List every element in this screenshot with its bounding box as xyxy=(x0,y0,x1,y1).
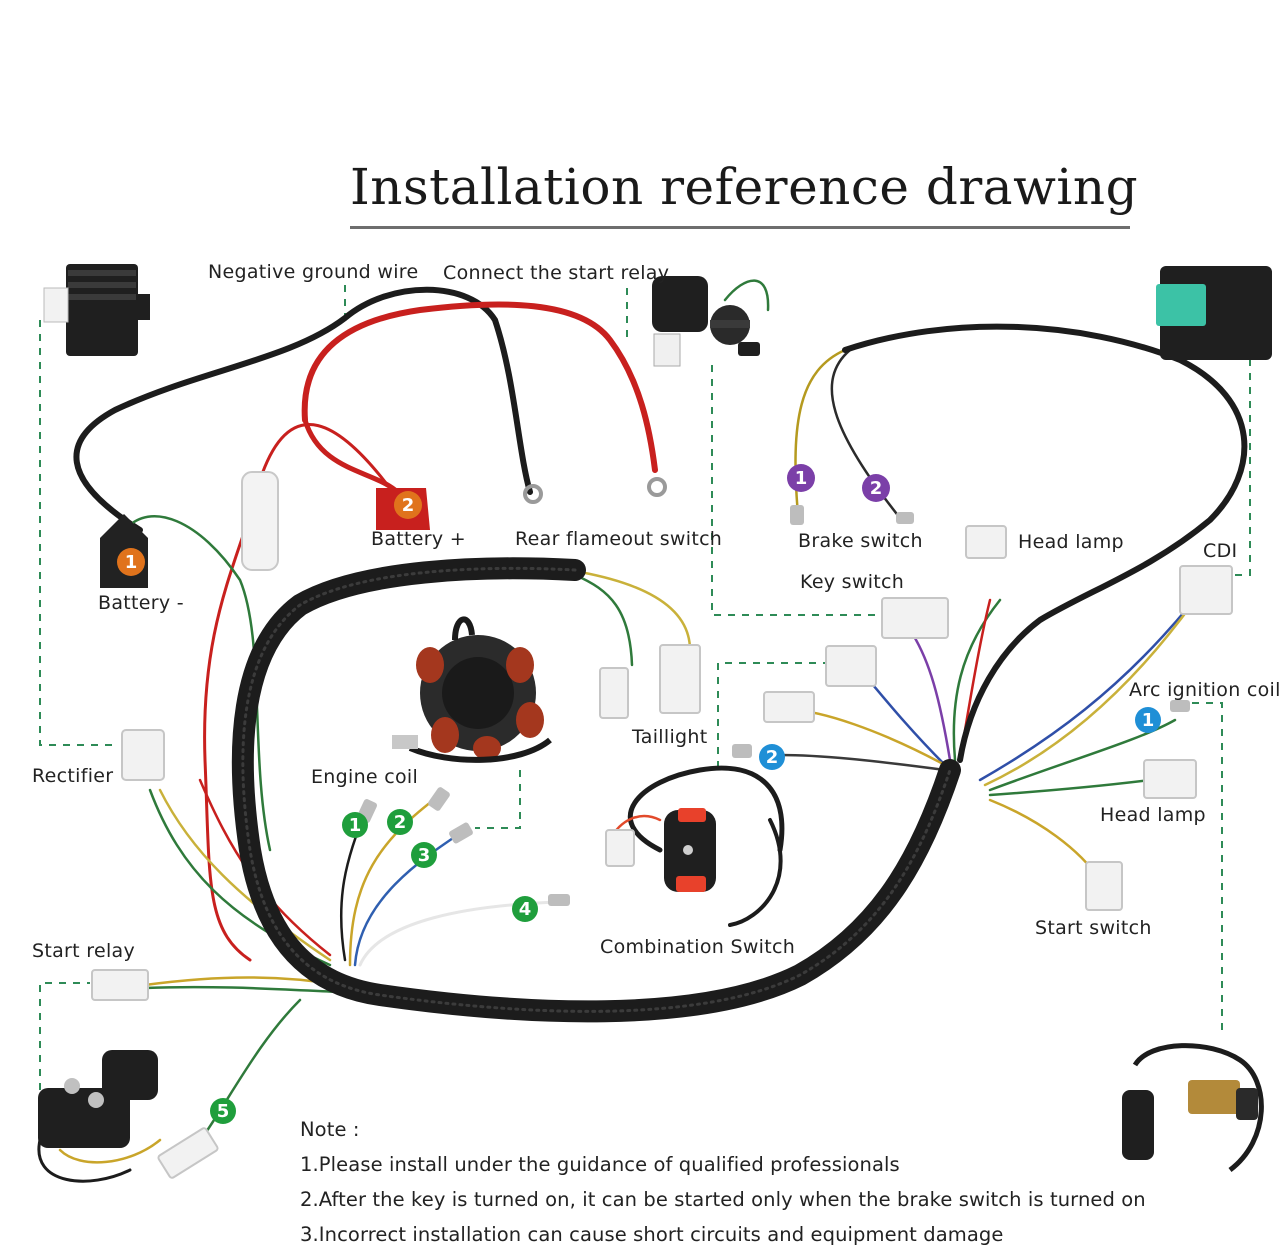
key-switch-unit xyxy=(652,276,760,367)
right-branch-green xyxy=(988,718,1177,792)
ring-terminals xyxy=(523,477,667,504)
pin-terminals xyxy=(356,505,1190,906)
start-relay-wire-2 xyxy=(143,985,342,994)
guide-arc-coil xyxy=(1192,702,1223,1035)
note-item: 2.After the key is turned on, it can be … xyxy=(300,1188,1146,1211)
marker-arc-1: 1 xyxy=(1142,710,1155,731)
right-branch-yellow xyxy=(983,598,1197,787)
marker-battery-plus: 2 xyxy=(402,495,415,516)
combination-twist xyxy=(728,818,783,927)
label-engine-coil: Engine coil xyxy=(311,766,419,788)
title-underline xyxy=(350,226,1130,229)
negative-ground-wire xyxy=(73,286,533,533)
marker-brake-2: 2 xyxy=(870,478,883,499)
label-taillight: Taillight xyxy=(632,726,708,748)
marker-coil-1: 1 xyxy=(349,815,362,836)
combination-switch-unit xyxy=(664,808,716,892)
guide-rectifier xyxy=(39,320,118,746)
label-brake-switch: Brake switch xyxy=(798,530,923,552)
green-battery-wire xyxy=(123,514,272,852)
label-battery-minus: Battery - xyxy=(98,592,184,614)
harness-highlight xyxy=(241,566,952,1013)
right-branch-start xyxy=(988,798,1102,882)
notes-heading: Note : xyxy=(300,1118,360,1141)
markers: 1 2 1 2 1 2 3 4 5 1 2 xyxy=(117,464,1161,1124)
relay-lead-2 xyxy=(58,1138,162,1164)
marker-coil-5: 5 xyxy=(217,1101,230,1122)
fuse-holder xyxy=(241,471,279,571)
note-item: 3.Incorrect installation can cause short… xyxy=(300,1223,1004,1246)
page-title: Installation reference drawing xyxy=(350,158,1139,216)
notes-block: Note : 1.Please install under the guidan… xyxy=(300,1112,1146,1252)
start-relay-unit xyxy=(38,1050,158,1148)
label-arc-ignition-coil: Arc ignition coil xyxy=(1129,679,1280,701)
wires xyxy=(37,279,1248,1183)
right-branch-headlamp xyxy=(988,778,1152,797)
key-switch-wire xyxy=(723,279,770,312)
center-wires-f xyxy=(778,753,947,772)
left-fan-yellow xyxy=(158,788,332,962)
marker-coil-4: 4 xyxy=(519,899,532,920)
marker-coil-3: 3 xyxy=(418,845,431,866)
label-negative-ground-wire: Negative ground wire xyxy=(208,261,419,283)
marker-head-2: 2 xyxy=(766,747,779,768)
marker-coil-2: 2 xyxy=(394,812,407,833)
rectifier-unit-top xyxy=(43,264,150,356)
label-battery-plus: Battery + xyxy=(371,528,466,550)
taillight-wires-2 xyxy=(578,570,692,652)
marker-brake-1: 1 xyxy=(795,468,808,489)
label-combination-switch: Combination Switch xyxy=(600,936,796,958)
center-wires-a xyxy=(908,628,952,762)
guide-cdi xyxy=(1232,345,1251,576)
battery-plus-wire xyxy=(301,301,658,473)
taillight-wires xyxy=(573,573,634,667)
cdi-harness-black xyxy=(842,323,1248,763)
cdi-unit xyxy=(1156,266,1272,360)
arc-ignition-coil-unit xyxy=(1122,1036,1272,1184)
label-start-relay: Start relay xyxy=(32,940,136,962)
label-cdi: CDI xyxy=(1203,540,1238,562)
guide-engine-coil xyxy=(475,770,521,829)
label-rear-flameout-switch: Rear flameout switch xyxy=(515,528,723,550)
dashed-guides xyxy=(39,285,1251,1090)
connectors xyxy=(91,525,1233,1179)
guide-combination xyxy=(717,662,830,768)
center-wires-b xyxy=(952,598,1002,762)
label-head-lamp-top: Head lamp xyxy=(1018,531,1124,553)
label-head-lamp-right: Head lamp xyxy=(1100,804,1206,826)
main-harness xyxy=(231,557,961,1023)
label-connect-start-relay: Connect the start relay xyxy=(443,262,670,284)
combination-wires xyxy=(627,765,785,853)
red-fuse-wire xyxy=(203,423,397,962)
marker-battery-minus: 1 xyxy=(125,552,138,573)
label-key-switch: Key switch xyxy=(800,571,905,593)
right-branch-blue xyxy=(978,603,1192,782)
relay-lead xyxy=(37,1138,132,1183)
engine-coil-lead-2 xyxy=(348,793,442,967)
engine-coil-lead-3 xyxy=(353,828,467,967)
guide-start-relay xyxy=(39,982,90,1090)
engine-coil-unit xyxy=(392,616,552,763)
label-start-switch: Start switch xyxy=(1035,917,1152,939)
label-rectifier: Rectifier xyxy=(32,765,114,787)
note-item: 1.Please install under the guidance of q… xyxy=(300,1153,900,1176)
